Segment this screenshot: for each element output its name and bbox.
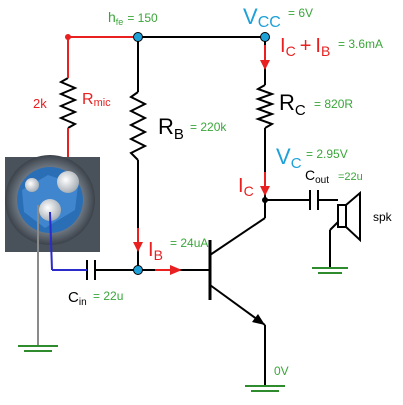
rc-resistor <box>255 84 275 129</box>
cin-capacitor <box>86 260 96 280</box>
electret-microphone-photo-icon <box>5 155 100 252</box>
ib-label: IB <box>148 239 163 263</box>
cin-value: = 22u <box>93 289 123 303</box>
hfe-label: hfe= 150 <box>108 9 158 27</box>
rb-top-node <box>133 32 143 42</box>
vc-label: VC <box>276 144 302 172</box>
vcc-value: = 6V <box>288 6 313 20</box>
emitter-ground-icon <box>245 385 285 392</box>
rb-value: = 220k <box>190 120 227 134</box>
current-arrows <box>133 45 270 275</box>
base-node <box>133 265 143 275</box>
emitter-arrow <box>252 314 265 325</box>
rmic-value: 2k <box>33 96 47 111</box>
rb-label: RB <box>158 114 184 143</box>
speaker-label: spk <box>373 210 393 224</box>
ic-label: IC <box>238 175 254 199</box>
supply-current-value: = 3.6mA <box>338 37 383 51</box>
vc-value: = 2.95V <box>306 147 348 161</box>
mic-wires <box>37 205 87 345</box>
ground-symbol-icon <box>18 345 58 352</box>
cin-label: Cin <box>68 289 87 308</box>
collector-node <box>262 197 268 203</box>
speaker-icon <box>337 190 361 243</box>
ib-value: = 24uA <box>170 236 208 250</box>
speaker-ground-icon <box>312 267 348 274</box>
rc-value: = 820R <box>314 97 353 111</box>
supply-current-label: IC+IB <box>280 35 330 59</box>
vcc-label: VCC <box>243 4 281 31</box>
cout-label: Cout <box>305 167 329 186</box>
vcc-node <box>260 32 270 42</box>
rb-resistor <box>128 91 148 161</box>
rmic-resistor <box>58 77 78 129</box>
rc-label: RC <box>279 90 306 119</box>
cout-capacitor <box>309 190 319 210</box>
rmic-label: Rmic <box>82 91 111 109</box>
ground-voltage-label: 0V <box>274 364 289 378</box>
rmic-top-node <box>65 34 71 40</box>
cout-value: =22u <box>338 171 363 183</box>
